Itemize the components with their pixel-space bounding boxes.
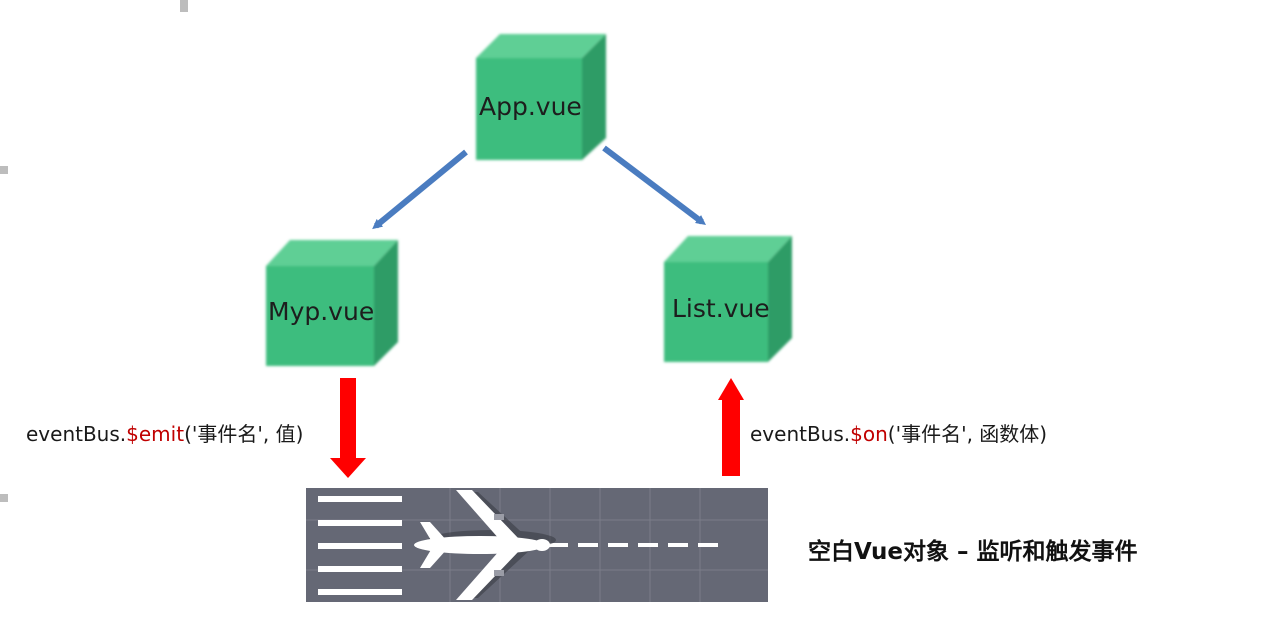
on-method: $on (850, 422, 888, 446)
list-vue-label: List.vue (672, 294, 770, 323)
on-prefix: eventBus. (750, 422, 851, 446)
on-args: ('事件名', 函数体) (887, 422, 1048, 446)
emit-call-label: eventBus.$emit('事件名', 值) (26, 418, 303, 447)
list-vue-node (664, 236, 792, 362)
airplane-icon (414, 490, 556, 600)
myp-vue-node (266, 240, 398, 366)
arrow-app-to-myp (372, 149, 468, 230)
on-arrow (718, 378, 744, 476)
app-vue-label: App.vue (479, 92, 582, 121)
edge-mark-top (180, 0, 188, 12)
runway-stripes (318, 496, 402, 595)
emit-arrow (330, 378, 366, 478)
edge-mark-left-1 (0, 166, 8, 174)
emit-method: $emit (126, 422, 185, 446)
runway-panel (306, 488, 768, 602)
edge-mark-left-2 (0, 494, 8, 502)
emit-args: ('事件名', 值) (184, 422, 304, 446)
emit-prefix: eventBus. (26, 422, 127, 446)
event-bus-caption: 空白Vue对象 – 监听和触发事件 (808, 539, 1138, 565)
app-vue-node (476, 34, 606, 160)
arrow-app-to-list (602, 145, 706, 226)
myp-vue-label: Myp.vue (268, 297, 375, 326)
on-call-label: eventBus.$on('事件名', 函数体) (750, 418, 1047, 447)
runway-centerline (548, 543, 718, 547)
